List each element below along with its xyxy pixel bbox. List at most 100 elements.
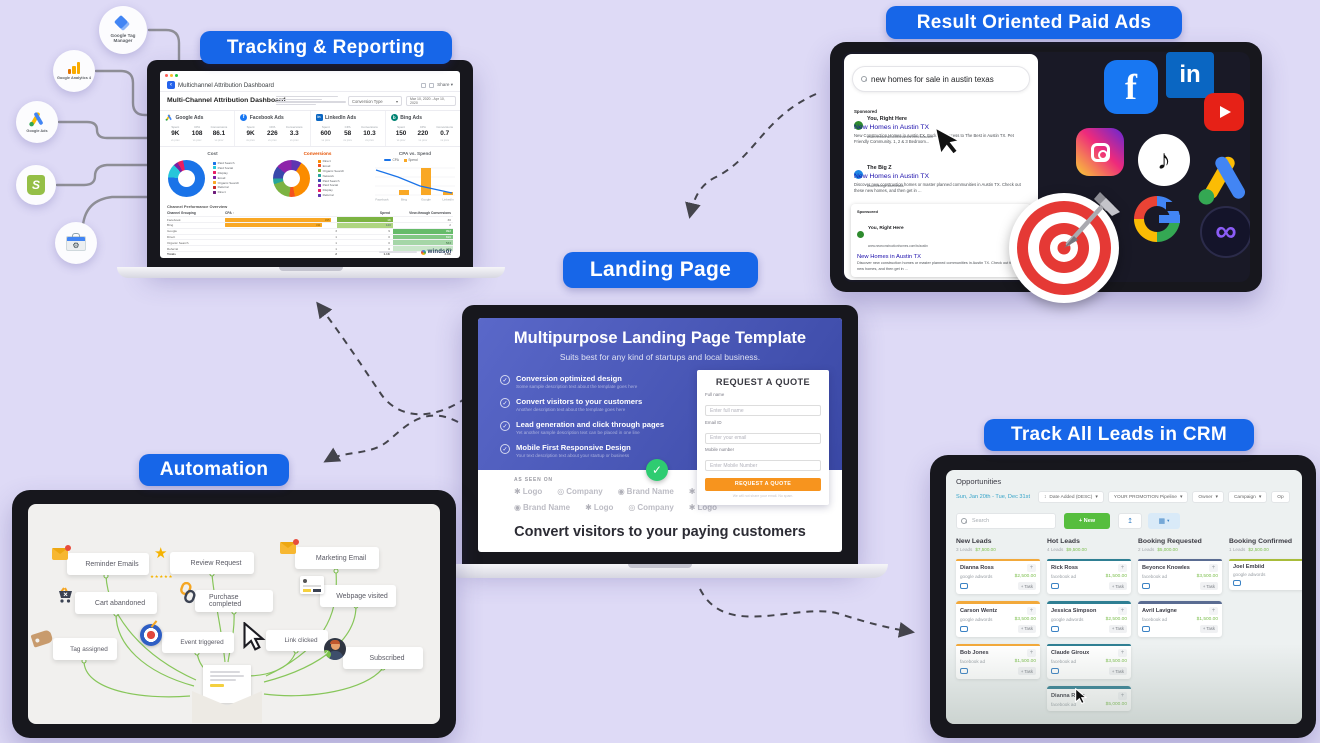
- cpa-spend-legend: CPA Spend: [384, 158, 418, 162]
- check-icon: ✓: [500, 398, 510, 408]
- email-input[interactable]: [705, 432, 821, 444]
- crm-date-range[interactable]: Sun, Jan 20th - Tue, Dec 31st: [956, 494, 1031, 500]
- search-query: new homes for sale in austin texas: [871, 74, 994, 84]
- add-icon[interactable]: +: [1118, 606, 1127, 615]
- google-analytics-icon: [67, 61, 81, 74]
- result-headline-link[interactable]: New Homes in Austin TX: [854, 173, 930, 180]
- add-icon[interactable]: +: [1118, 564, 1127, 572]
- cost-legend: Paid Search Paid Social Display Email Or…: [213, 161, 239, 195]
- advertiser-row: You, Right Here www.newconstructionhomes…: [854, 107, 933, 143]
- scroll-check-icon: ✓: [646, 459, 668, 481]
- tiktok-icon: ♪: [1138, 134, 1190, 186]
- table-row: Organic Search 1 0 533: [167, 239, 453, 246]
- dashboard-heading: Multi-Channel Attribution Dashboard: [167, 97, 286, 104]
- chat-icon[interactable]: [1051, 625, 1059, 632]
- add-icon[interactable]: +: [1118, 691, 1127, 700]
- ad-headline-link[interactable]: New Homes in Austin TX: [854, 124, 930, 131]
- full-name-input[interactable]: [705, 405, 821, 416]
- request-quote-button[interactable]: REQUEST A QUOTE: [705, 477, 821, 491]
- table-row: Bing 311 120 2: [167, 222, 453, 228]
- chat-icon[interactable]: [960, 625, 968, 632]
- automation-node[interactable]: Purchase completed: [195, 590, 273, 612]
- export-button[interactable]: ↥: [1118, 513, 1142, 529]
- search-box[interactable]: new homes for sale in austin texas: [852, 66, 1030, 92]
- lead-card[interactable]: Bob Jones+ facebook ad$1,500.00 + Task: [956, 643, 1040, 679]
- new-opportunity-button[interactable]: + New: [1064, 513, 1110, 529]
- crm-filter-bar: Sun, Jan 20th - Tue, Dec 31st ↕Date Adde…: [956, 491, 1290, 503]
- automation-node[interactable]: Marketing Email: [295, 547, 379, 569]
- chat-icon[interactable]: [1142, 625, 1150, 632]
- add-icon[interactable]: +: [1027, 649, 1036, 657]
- add-task-button[interactable]: + Task: [1108, 667, 1127, 675]
- shopify-icon: S: [27, 175, 45, 195]
- share-button[interactable]: Share ▾: [437, 82, 453, 87]
- automation-node[interactable]: Event triggered: [162, 632, 234, 653]
- chat-icon[interactable]: [1233, 580, 1241, 587]
- campaign-dropdown[interactable]: Campaign▾: [1227, 491, 1268, 503]
- add-icon[interactable]: +: [1209, 564, 1218, 572]
- lead-card[interactable]: Carson Wentz+ google adwords$3,500.00 + …: [956, 601, 1040, 637]
- table-row-totals: Totals 2 1.1K 2.8K: [167, 251, 453, 257]
- label-tracking-reporting: Tracking & Reporting: [200, 31, 452, 64]
- chat-icon[interactable]: [960, 668, 968, 675]
- automation-node[interactable]: Link clicked: [266, 630, 328, 651]
- lead-card[interactable]: Beyonce Knowles+ facebook ad$3,500.00 + …: [1138, 558, 1222, 594]
- add-icon[interactable]: +: [1118, 649, 1127, 657]
- lead-card[interactable]: Dianna Ross+ google adwords$2,500.00 + T…: [956, 558, 1040, 594]
- truncated-dropdown[interactable]: Op: [1271, 491, 1290, 503]
- lead-card[interactable]: Avril Lavigne+ facebook ad$1,500.00 + Ta…: [1138, 601, 1222, 637]
- add-icon[interactable]: +: [1027, 564, 1036, 572]
- ad-headline-link[interactable]: New Homes in Austin TX: [857, 254, 922, 260]
- chat-icon[interactable]: [1142, 583, 1150, 590]
- table-row: Direct 1 0 816: [167, 233, 453, 240]
- crm-search-box[interactable]: [956, 513, 1056, 529]
- add-icon[interactable]: +: [1209, 606, 1218, 615]
- lead-card[interactable]: Joel Embiid google adwords: [1229, 558, 1302, 590]
- copy-icon[interactable]: [429, 82, 435, 88]
- fullscreen-icon[interactable]: [421, 82, 427, 88]
- date-range-picker[interactable]: Mar 10, 2020 - Apr 10, 2020: [406, 96, 456, 106]
- add-task-button[interactable]: + Task: [1017, 667, 1036, 675]
- crm-screen: Opportunities Sun, Jan 20th - Tue, Dec 3…: [946, 470, 1302, 724]
- check-icon: ✓: [500, 444, 510, 454]
- add-task-button[interactable]: + Task: [1199, 624, 1218, 633]
- sort-dropdown[interactable]: ↕Date Added (DESC)▾: [1038, 491, 1104, 503]
- automation-node[interactable]: Reminder Emails: [67, 553, 149, 575]
- conversion-type-select[interactable]: Conversion Type▾: [348, 96, 402, 106]
- calendar-view-button[interactable]: ▦ ▾: [1148, 513, 1180, 529]
- automation-node[interactable]: Tag assigned: [53, 638, 117, 660]
- add-task-button[interactable]: + Task: [1108, 624, 1127, 633]
- svg-text:Bing: Bing: [401, 198, 407, 202]
- landing-page-screen: Multipurpose Landing Page Template Suits…: [478, 318, 842, 552]
- automation-node[interactable]: Subscribed: [343, 647, 423, 669]
- advertiser-avatar: [854, 120, 863, 130]
- add-task-button[interactable]: + Task: [1108, 582, 1127, 590]
- lead-card[interactable]: Claude Giroux+ facebook ad$3,500.00 + Ta…: [1047, 643, 1131, 679]
- crm-search-input[interactable]: [970, 517, 1050, 525]
- add-task-button[interactable]: + Task: [1017, 624, 1036, 633]
- chat-icon[interactable]: [1051, 668, 1059, 675]
- add-task-button[interactable]: + Task: [1017, 582, 1036, 590]
- owner-dropdown[interactable]: Owner▾: [1192, 491, 1224, 503]
- add-task-button[interactable]: + Task: [1199, 582, 1218, 590]
- facebook-icon: f: [1104, 60, 1158, 114]
- chat-icon[interactable]: [960, 583, 968, 590]
- pipeline-dropdown[interactable]: YOUR PROMOTION Pipeline▾: [1107, 491, 1189, 503]
- cart-icon: ✕: [56, 584, 76, 604]
- lead-card[interactable]: Rick Ross+ facebook ad$1,500.00 + Task: [1047, 558, 1131, 594]
- window-controls[interactable]: [165, 74, 178, 77]
- automation-node[interactable]: Cart abandoned: [75, 592, 157, 614]
- add-icon[interactable]: +: [1027, 606, 1036, 615]
- automation-node[interactable]: Webpage visited: [320, 585, 396, 607]
- lead-card[interactable]: Dianna Ross+ facebook ad$5,000.00: [1047, 686, 1131, 711]
- automation-node[interactable]: Review Request: [170, 552, 254, 574]
- mobile-input[interactable]: [705, 460, 821, 471]
- target-icon: [140, 620, 162, 646]
- lead-card[interactable]: Jessica Simpson+ google adwords$2,500.00…: [1047, 601, 1131, 637]
- windsor-brand: windsor: [420, 249, 452, 255]
- chat-icon[interactable]: [1051, 583, 1059, 590]
- conversions-legend: Direct Email Organic Search Network Paid…: [318, 159, 344, 198]
